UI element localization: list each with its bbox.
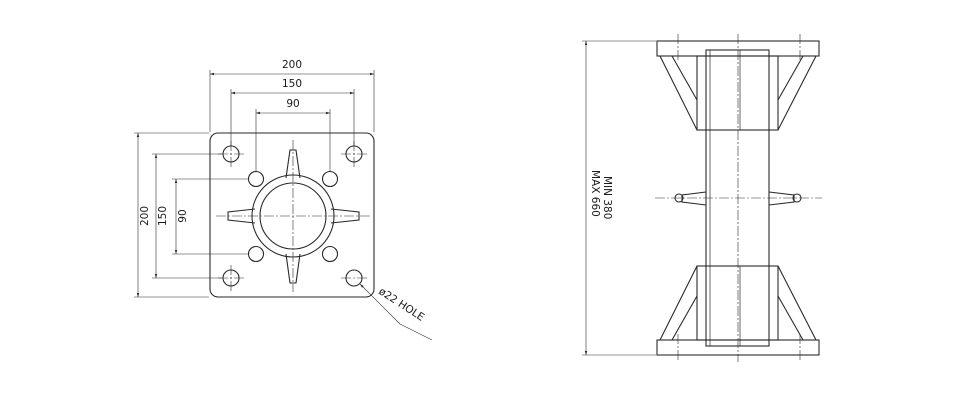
bottom-gussets [659, 265, 817, 341]
upper-tube [696, 55, 779, 131]
height-min-label: MIN 380 [601, 176, 613, 219]
plan-vertical-dimensions: 200 150 90 [134, 132, 248, 298]
plan-horizontal-dimensions: 200 150 90 [209, 59, 375, 172]
dim-height-mid: 150 [157, 206, 169, 226]
lower-tube [696, 265, 779, 341]
base-plate [209, 132, 375, 298]
plan-centerlines [216, 140, 370, 292]
dim-height-outer: 200 [139, 206, 151, 226]
gussets [227, 149, 360, 284]
hole-callout: ø22 HOLE [359, 283, 433, 341]
dim-width-inner: 90 [286, 98, 299, 110]
hole-label: ø22 HOLE [376, 285, 426, 323]
side-centerlines [655, 34, 822, 362]
dim-width-mid: 150 [282, 78, 302, 90]
side-height-dimension: MIN 380 MAX 660 [582, 40, 656, 356]
dim-width-outer: 200 [282, 59, 302, 71]
dim-height-inner: 90 [177, 209, 189, 222]
side-view: MIN 380 MAX 660 [582, 34, 822, 362]
plan-view: 200 150 90 200 150 90 [134, 59, 433, 341]
top-gussets [659, 55, 817, 131]
height-max-label: MAX 660 [589, 170, 601, 217]
